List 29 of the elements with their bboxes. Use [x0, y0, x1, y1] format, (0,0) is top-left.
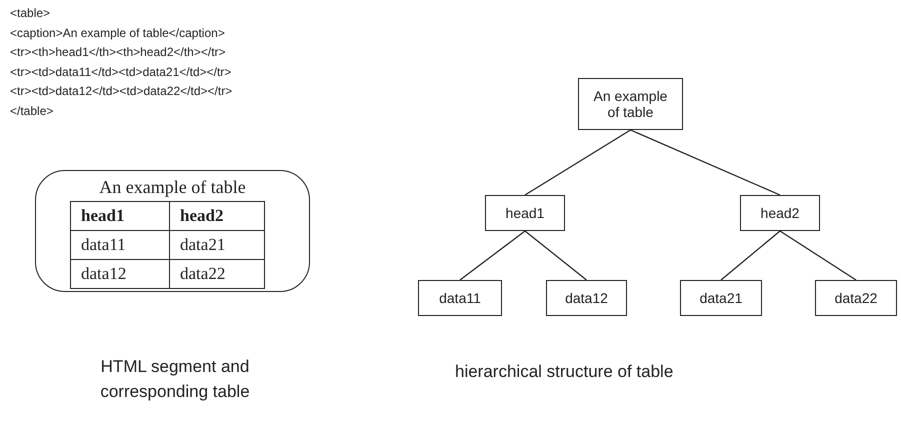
- code-line: <tr><th>head1</th><th>head2</th></tr>: [10, 45, 226, 59]
- table-data: data21: [170, 230, 264, 260]
- connector-line: [524, 230, 587, 280]
- table-data: data22: [170, 260, 264, 288]
- code-line: <table>: [10, 6, 50, 20]
- connector-line: [720, 230, 780, 280]
- table-caption: An example of table: [98, 177, 247, 198]
- caption-text: HTML segment and corresponding table: [99, 356, 251, 403]
- connector-line: [460, 230, 526, 280]
- rounded-panel: [35, 170, 310, 292]
- code-line: <tr><td>data11</td><td>data21</td></tr>: [10, 64, 232, 78]
- code-line: <tr><td>data12</td><td>data22</td></tr>: [10, 84, 232, 98]
- caption-text: hierarchical structure of table: [455, 362, 674, 382]
- column-header: head1: [70, 202, 170, 230]
- tree-node: data21: [680, 280, 762, 316]
- connector-line: [630, 129, 780, 196]
- tree-node: data11: [418, 280, 502, 316]
- tree-node: head1: [485, 195, 565, 231]
- tree-node: data22: [815, 280, 897, 316]
- tree-node: data12: [546, 280, 627, 316]
- code-line: <caption>An example of table</caption>: [10, 26, 225, 40]
- table-data: data12: [70, 260, 170, 288]
- code-line: </table>: [10, 104, 54, 118]
- tree-node: An example of table: [578, 78, 683, 130]
- table-data: data11: [70, 230, 170, 260]
- connector-line: [780, 230, 856, 280]
- column-header: head2: [170, 202, 264, 230]
- tree-node: head2: [740, 195, 820, 231]
- connector-line: [524, 129, 631, 196]
